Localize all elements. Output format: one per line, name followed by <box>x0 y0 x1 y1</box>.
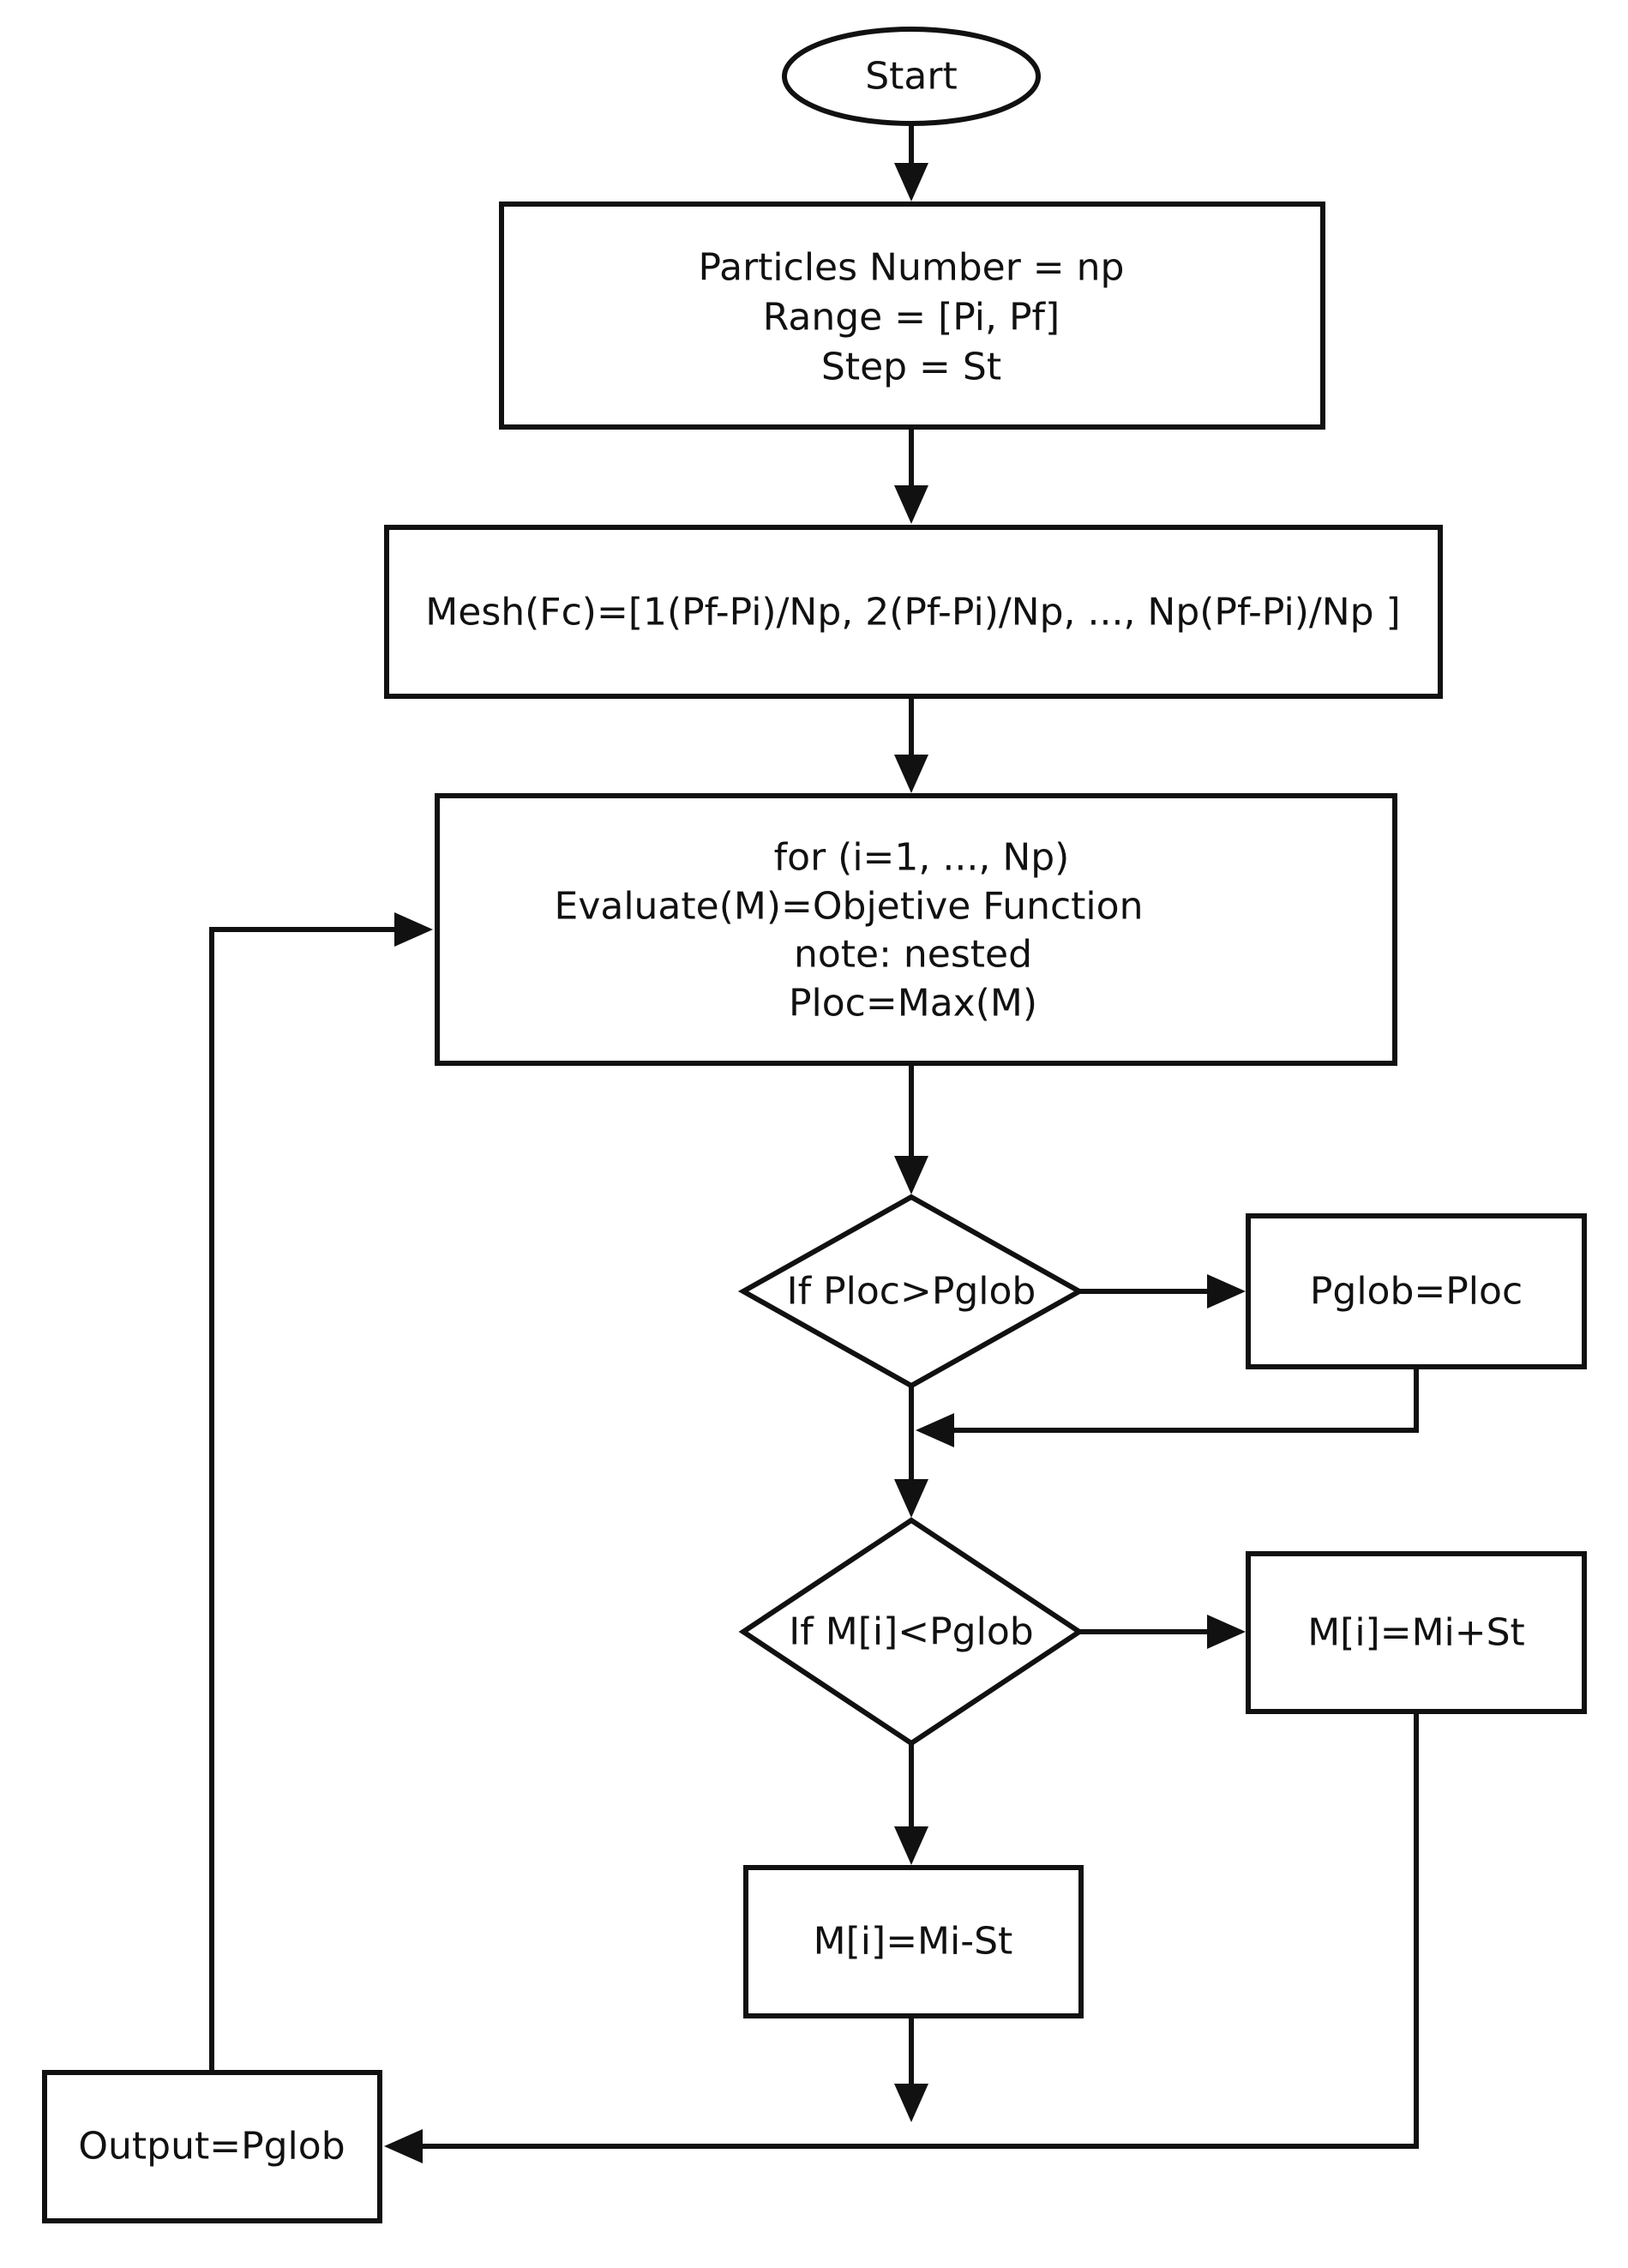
decision-mi-label: If M[i]<Pglob <box>789 1610 1033 1654</box>
mesh-box: Mesh(Fc)=[1(Pf-Pi)/Np, 2(Pf-Pi)/Np, ...,… <box>384 525 1443 699</box>
connector-decision-mi-no <box>894 1743 928 1865</box>
connector-init-to-mesh <box>894 427 928 524</box>
mesh-label: Mesh(Fc)=[1(Pf-Pi)/Np, 2(Pf-Pi)/Np, ...,… <box>425 591 1400 635</box>
connector-decision-ploc-yes <box>1079 1274 1246 1308</box>
connector-evaluate-to-decision-ploc <box>894 1063 928 1194</box>
connector-increment-to-output <box>384 1712 1419 2163</box>
connector-decision-mi-yes <box>1079 1615 1246 1649</box>
increment-label: M[i]=Mi+St <box>1307 1611 1525 1655</box>
connector-decrement-down <box>894 2016 928 2122</box>
decrement-label: M[i]=Mi-St <box>814 1920 1013 1964</box>
decision-mi-diamond: If M[i]<Pglob <box>738 1517 1084 1747</box>
init-particles-line: Particles Number = np <box>699 246 1125 290</box>
loop-note-line: note: nested <box>794 933 1032 977</box>
connector-start-to-init <box>894 124 928 202</box>
init-box: Particles Number = np Range = [Pi, Pf] S… <box>499 202 1325 430</box>
assign-pglob-label: Pglob=Ploc <box>1310 1270 1523 1314</box>
loop-for-line: for (i=1, ..., Np) <box>774 836 1070 880</box>
decrement-box: M[i]=Mi-St <box>743 1865 1084 2018</box>
start-terminal: Start <box>782 27 1041 126</box>
connector-decision-ploc-no <box>894 1386 928 1518</box>
init-range-line: Range = [Pi, Pf] <box>763 296 1060 340</box>
connector-output-loop-back <box>209 912 433 2072</box>
loop-evaluate-line: Evaluate(M)=Objetive Function <box>555 885 1144 929</box>
loop-ploc-line: Ploc=Max(M) <box>789 982 1037 1026</box>
output-box: Output=Pglob <box>42 2070 382 2223</box>
decision-ploc-label: If Ploc>Pglob <box>787 1270 1036 1314</box>
init-step-line: Step = St <box>821 346 1001 389</box>
increment-box: M[i]=Mi+St <box>1246 1551 1587 1714</box>
assign-pglob-box: Pglob=Ploc <box>1246 1213 1587 1369</box>
connector-assign-pglob-return <box>916 1367 1419 1447</box>
decision-ploc-diamond: If Ploc>Pglob <box>737 1194 1085 1389</box>
output-label: Output=Pglob <box>78 2125 345 2169</box>
start-label: Start <box>865 55 958 99</box>
evaluate-box: for (i=1, ..., Np) Evaluate(M)=Objetive … <box>435 793 1397 1066</box>
connector-mesh-to-evaluate <box>894 696 928 793</box>
